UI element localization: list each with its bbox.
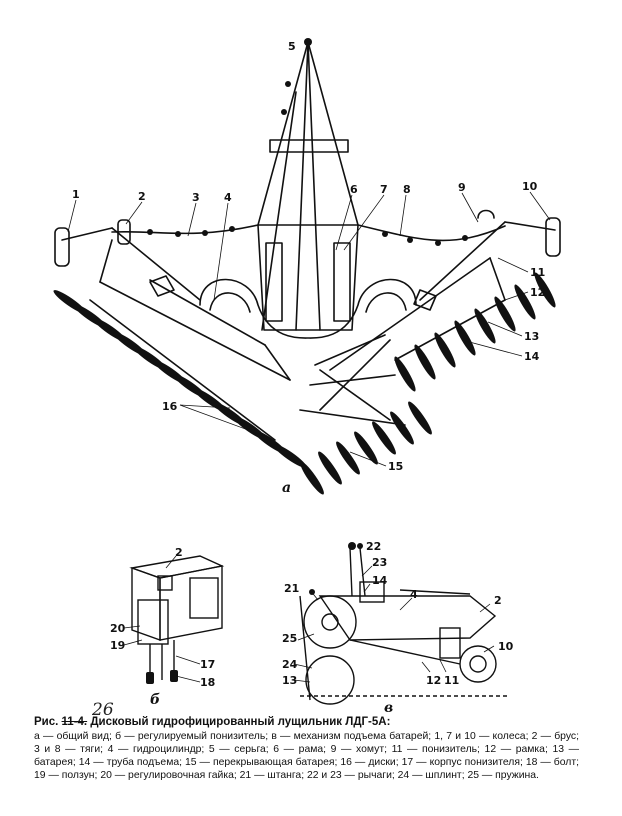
right-battery: [329, 209, 561, 371]
caption-title-line: Рис. 11-4. Дисковый гидрофицированный лу…: [34, 716, 579, 728]
callout-v-4: 4: [410, 588, 418, 601]
central-frame: [199, 41, 417, 339]
callout-14: 14: [524, 350, 540, 363]
callouts-main: 1 2 3 4 5 6 7 8 9 10 11 12 13 14 15 16 а: [72, 40, 545, 496]
callout-v-25: 25: [282, 632, 297, 645]
sublabel-b: б: [150, 692, 160, 708]
callout-10: 10: [522, 180, 538, 193]
sublabel-a: а: [282, 480, 291, 496]
callout-2: 2: [138, 190, 146, 203]
callout-9: 9: [458, 181, 466, 194]
callout-b-18: 18: [200, 676, 215, 689]
callout-6: 6: [350, 183, 358, 196]
callout-v-21: 21: [284, 582, 299, 595]
caption-legend: а — общий вид; б — регулируемый понизите…: [34, 731, 579, 781]
sublabel-v: в: [384, 700, 393, 712]
disc-rows: [53, 272, 556, 495]
callout-11: 11: [530, 266, 545, 279]
callout-v-13: 13: [282, 674, 297, 687]
callout-8: 8: [403, 183, 411, 196]
caption-struck-number: 11-4.: [61, 716, 88, 728]
callout-v-10: 10: [498, 640, 514, 653]
figure-caption: Рис. 11-4. Дисковый гидрофицированный лу…: [34, 700, 579, 782]
callout-b-19: 19: [110, 639, 125, 652]
callout-v-2: 2: [494, 594, 502, 607]
callout-1: 1: [72, 188, 80, 201]
right-disc-row: [394, 272, 556, 392]
callout-v-23: 23: [372, 556, 387, 569]
tie-rods: [111, 224, 506, 242]
callout-v-24: 24: [282, 658, 298, 671]
callout-4: 4: [224, 191, 232, 204]
view-b-lowering-device: 2 17 18 19 20 б: [110, 546, 225, 708]
left-disc-row: [53, 290, 307, 468]
callout-b-17: 17: [200, 658, 215, 671]
caption-title: Дисковый гидрофицированный лущильник ЛДГ…: [90, 716, 391, 728]
callout-v-14: 14: [372, 574, 388, 587]
overlapping-battery: [299, 334, 406, 426]
callout-3: 3: [192, 191, 200, 204]
overlap-disc-row: [300, 401, 432, 495]
callout-16: 16: [162, 400, 178, 413]
callout-b-2: 2: [175, 546, 183, 559]
callout-13: 13: [524, 330, 539, 343]
callout-b-20: 20: [110, 622, 126, 635]
callout-v-11: 11: [444, 674, 459, 687]
callout-v-22: 22: [366, 540, 381, 553]
callout-7: 7: [380, 183, 388, 196]
callout-15: 15: [388, 460, 403, 473]
disc-harrow-figure: 1 2 3 4 5 6 7 8 9 10 11 12 13 14 15 16 а: [53, 38, 561, 712]
callout-5: 5: [288, 40, 296, 53]
caption-prefix: Рис.: [34, 716, 59, 728]
callout-12: 12: [530, 286, 545, 299]
callout-v-12: 12: [426, 674, 441, 687]
handwritten-figure-number: 26: [92, 700, 114, 720]
view-v-lifting-mechanism: 2 4 10 11 12 13 14 21 22 23 24 25 в: [282, 540, 514, 712]
